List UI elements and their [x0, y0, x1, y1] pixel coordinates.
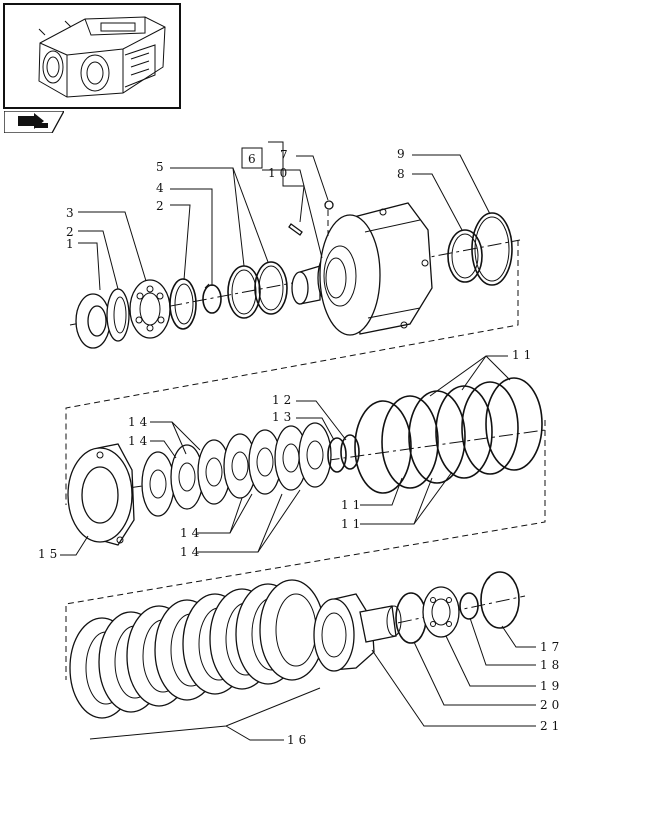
part-3-bearing[interactable]: [129, 279, 171, 339]
part-16-clutch-plates[interactable]: [69, 579, 325, 719]
page-arrow-icon: [3, 110, 66, 134]
callout-box-6[interactable]: [241, 147, 263, 169]
callout-2[interactable]: 2: [156, 199, 168, 213]
callout-15[interactable]: 15: [38, 547, 61, 561]
part-2-ring[interactable]: [106, 288, 130, 342]
callout-9[interactable]: 9: [397, 147, 409, 161]
callout-10[interactable]: 10: [268, 166, 291, 180]
callout-1[interactable]: 1: [66, 237, 78, 251]
callout-19[interactable]: 19: [540, 679, 563, 693]
callout-14[interactable]: 14: [180, 545, 203, 559]
part-13-washer[interactable]: [327, 437, 347, 473]
callout-11[interactable]: 11: [341, 498, 364, 512]
callout-14[interactable]: 14: [128, 415, 151, 429]
callout-8[interactable]: 8: [397, 167, 409, 181]
callout-11[interactable]: 11: [341, 517, 364, 531]
part-19-bearing[interactable]: [422, 586, 460, 638]
part-10-pin[interactable]: [288, 223, 303, 236]
callout-3[interactable]: 3: [66, 206, 78, 220]
callout-4[interactable]: 4: [156, 181, 168, 195]
part-8-seal-ring[interactable]: [447, 229, 483, 283]
part-12-snap-ring[interactable]: [340, 434, 360, 470]
callout-11[interactable]: 11: [512, 348, 535, 362]
part-1-seal[interactable]: [75, 293, 111, 349]
callout-2[interactable]: 2: [66, 225, 78, 239]
callout-16[interactable]: 16: [287, 733, 310, 747]
callout-5[interactable]: 5: [156, 160, 168, 174]
callout-12[interactable]: 12: [272, 393, 295, 407]
bottom-assembly: [69, 571, 536, 741]
transmission-housing-icon: [38, 16, 166, 98]
part-15-piston[interactable]: [67, 443, 135, 546]
nav-tab[interactable]: [3, 110, 66, 134]
callout-18[interactable]: 18: [540, 658, 563, 672]
top-assembly: [69, 141, 521, 349]
callout-14[interactable]: 14: [128, 434, 151, 448]
part-17-snap-ring[interactable]: [480, 571, 520, 629]
overview-thumbnail[interactable]: [3, 3, 181, 109]
callout-14[interactable]: 14: [180, 526, 203, 540]
callout-6[interactable]: 6: [248, 152, 260, 166]
part-11-springs[interactable]: [354, 377, 543, 494]
part-21-hub[interactable]: [313, 593, 402, 672]
callout-7[interactable]: 7: [280, 148, 292, 162]
part-2-snap-ring[interactable]: [169, 278, 197, 330]
part-5-rings[interactable]: [227, 261, 288, 319]
part-14-discs[interactable]: [141, 422, 332, 517]
callout-20[interactable]: 20: [540, 698, 563, 712]
callout-17[interactable]: 17: [540, 640, 563, 654]
middle-assembly: [60, 355, 546, 556]
part-6-drum[interactable]: [291, 202, 433, 336]
callout-labels: 1 2 2 3 4 5 6 7 8 9 10 11 11 11 12 13 14…: [38, 147, 563, 747]
part-9-seal-ring[interactable]: [471, 212, 513, 286]
part-7-ball[interactable]: [324, 200, 334, 210]
callout-21[interactable]: 21: [540, 719, 563, 733]
part-18-snap-ring[interactable]: [459, 592, 479, 620]
callout-13[interactable]: 13: [272, 410, 295, 424]
